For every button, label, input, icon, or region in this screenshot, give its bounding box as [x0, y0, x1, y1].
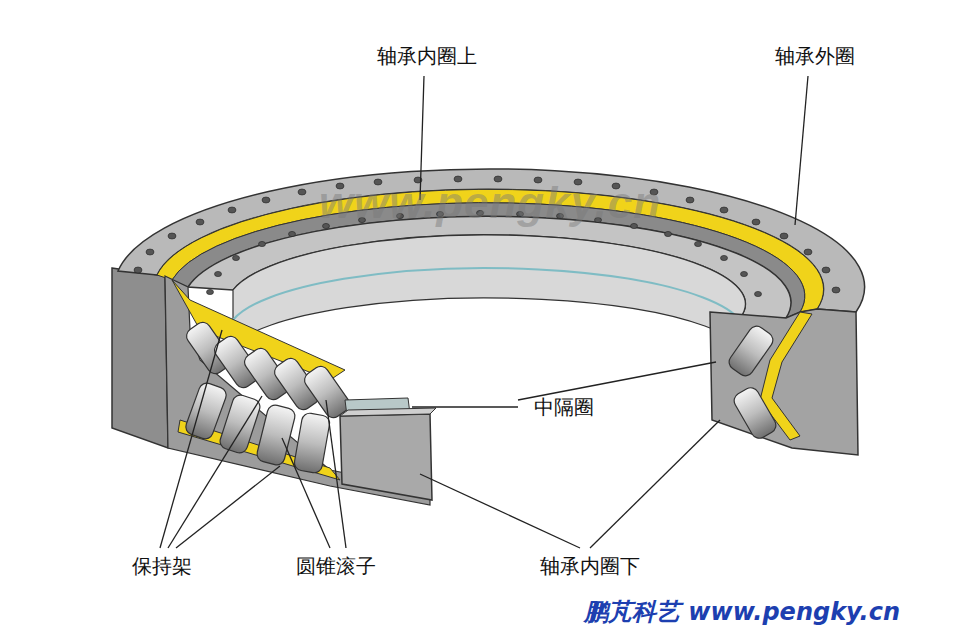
brand-caption: 鹏芃科艺 www.pengky.cn	[584, 596, 900, 628]
part-label: 圆锥滚子	[296, 554, 376, 578]
part-label: 轴承外圈	[775, 44, 855, 68]
watermark: www.pengky.cn	[319, 178, 661, 228]
part-label: 保持架	[132, 554, 192, 578]
part-label: 轴承内圈下	[540, 554, 640, 578]
part-label: 中隔圈	[534, 395, 594, 419]
part-label: 轴承内圈上	[377, 44, 477, 68]
